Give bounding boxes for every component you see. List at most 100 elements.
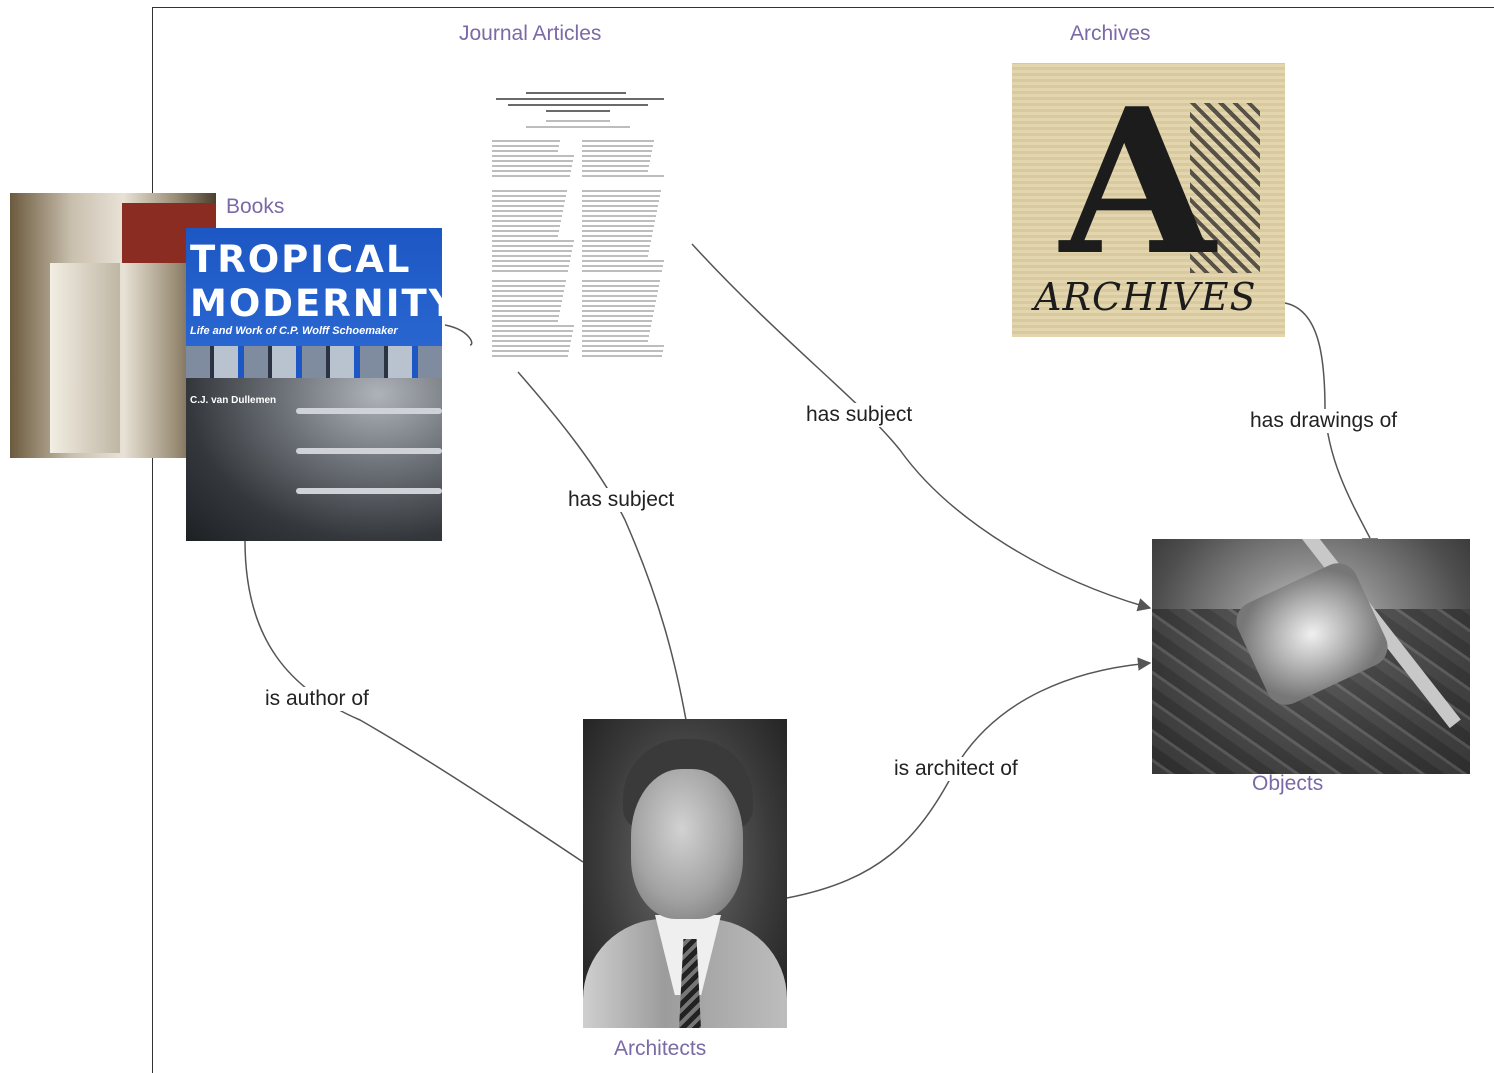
journal-body-text-line [582, 155, 651, 157]
journal-title-line [526, 92, 626, 94]
journal-body-text-line [492, 155, 574, 157]
journal-body-text-line [582, 320, 652, 322]
journal-body-text-line [582, 225, 654, 227]
journal-body-text-line [582, 205, 658, 207]
edge-label-book-has-subject: has subject [566, 488, 677, 512]
journal-body-text-line [492, 270, 568, 272]
book-cover-back-image [10, 193, 216, 458]
journal-body-text-line [492, 195, 566, 197]
journal-body-text-line [492, 255, 571, 257]
portrait-tie [679, 939, 701, 1028]
journal-body-text-line [492, 345, 570, 347]
journal-body-text-line [492, 165, 572, 167]
journal-body-text-line [492, 355, 568, 357]
journal-body-text-line [582, 250, 649, 252]
archives-letter-ornament [1190, 103, 1260, 273]
journal-body-text-line [582, 150, 652, 152]
journal-body-text-line [492, 190, 567, 192]
journal-body-text-line [582, 190, 661, 192]
edge-journal-to-objects [691, 243, 1152, 612]
journal-body-text-line [582, 280, 660, 282]
journal-author-line [546, 120, 610, 122]
journal-body-text-line [582, 200, 659, 202]
building-stripe [296, 488, 442, 494]
journal-body-text-line [492, 160, 573, 162]
architect-portrait-photo [583, 719, 787, 1028]
book-author: C.J. van Dullemen [190, 395, 277, 406]
journal-body-text-line [582, 315, 653, 317]
journal-body-text-line [492, 205, 564, 207]
edge-label-is-author-of: is author of [263, 687, 371, 711]
journal-body-text-line [492, 235, 558, 237]
journal-body-text-line [492, 175, 570, 177]
journal-body-text-line [582, 265, 663, 267]
journal-body-text-line [492, 285, 565, 287]
architects-label: Architects [614, 1037, 707, 1060]
journal-body-text-line [582, 220, 655, 222]
journal-body-text-line [492, 330, 573, 332]
journal-body-text-line [492, 335, 572, 337]
journal-body-text-line [492, 305, 561, 307]
journal-body-text-line [582, 245, 650, 247]
journal-body-text-line [582, 145, 653, 147]
journal-body-text-line [582, 235, 652, 237]
journal-body-text-line [492, 340, 571, 342]
archives-initial-letter: A [1060, 65, 1216, 300]
journal-body-text-line [582, 175, 664, 177]
journal-body-text-line [582, 165, 649, 167]
archives-illuminated-letter-image: A ARCHIVES [1012, 63, 1285, 337]
journal-title-line [546, 110, 610, 112]
journal-author-line [526, 126, 630, 128]
journal-body-text-line [492, 315, 559, 317]
objects-label: Objects [1252, 772, 1324, 795]
edge-book-to-architect [444, 324, 687, 721]
journal-body-text-line [492, 150, 558, 152]
journal-body-text-line [582, 195, 660, 197]
journal-body-text-line [582, 340, 648, 342]
journal-body-text-line [492, 250, 572, 252]
journal-body-text-line [492, 290, 564, 292]
objects-aerial-photo [1152, 539, 1470, 774]
journal-body-text-line [582, 270, 662, 272]
frame-top-border [152, 7, 1494, 8]
journal-body-text-line [492, 300, 562, 302]
journal-body-text-line [582, 300, 656, 302]
journal-body-text-line [492, 215, 562, 217]
frame-left-border [152, 7, 153, 1073]
journal-body-text-line [582, 260, 664, 262]
journal-body-text-line [582, 210, 657, 212]
journal-body-text-line [492, 230, 559, 232]
journal-body-text-line [582, 170, 648, 172]
journal-body-text-line [492, 145, 559, 147]
journal-body-text-line [582, 215, 656, 217]
journal-body-text-line [492, 245, 573, 247]
book-cover-top-band [186, 228, 442, 348]
journal-title-line [508, 104, 648, 106]
journal-body-text-line [492, 350, 569, 352]
journal-body-text-line [582, 305, 655, 307]
book-title-line2: MODERNITY [190, 282, 442, 325]
journal-body-text-line [492, 295, 563, 297]
edge-label-is-architect-of: is architect of [892, 757, 1020, 781]
journal-body-text-line [582, 330, 650, 332]
edge-label-journal-has-subject: has subject [804, 403, 915, 427]
journal-body-text-line [582, 355, 662, 357]
edge-author-of [244, 540, 584, 863]
journal-body-text-line [582, 350, 663, 352]
journal-body-text-line [582, 325, 651, 327]
edge-label-has-drawings-of: has drawings of [1248, 409, 1400, 433]
journal-body-text-line [582, 255, 648, 257]
journal-body-text-line [492, 210, 563, 212]
journal-body-text-line [492, 265, 569, 267]
book-cover-building-photo [186, 378, 442, 541]
journal-body-text-line [492, 320, 558, 322]
journal-body-text-line [582, 310, 654, 312]
journal-body-text-line [492, 225, 560, 227]
book-title-line1: TROPICAL [190, 238, 412, 281]
book-cover-tropical-modernity: TROPICAL MODERNITY Life and Work of C.P.… [186, 228, 442, 541]
journal-body-text-line [492, 260, 570, 262]
journal-body-text-line [492, 310, 560, 312]
journal-body-text-line [582, 290, 658, 292]
journal-body-text-line [492, 220, 561, 222]
journal-article-page-image [486, 70, 670, 370]
